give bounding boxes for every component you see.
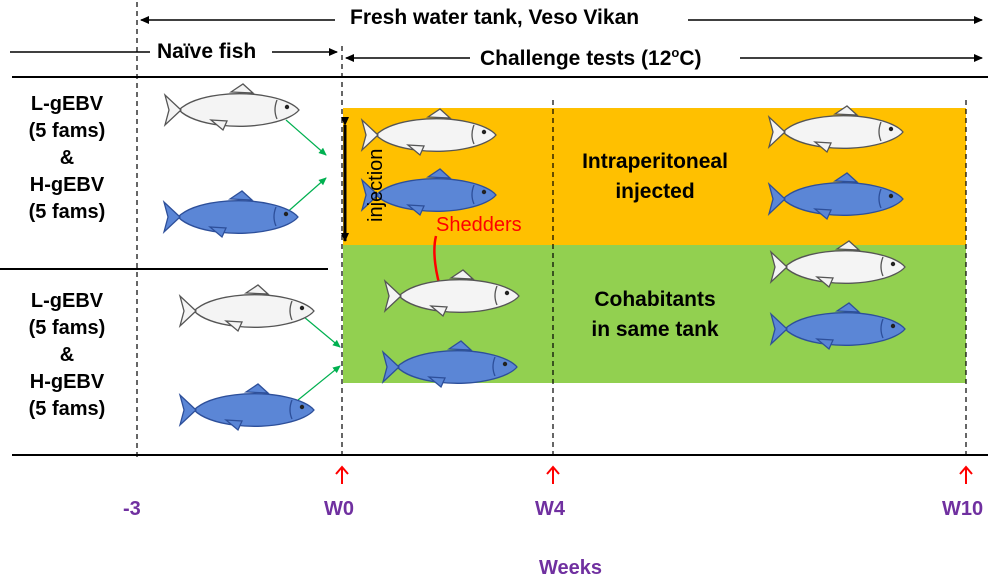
ip-label: Intraperitoneal injected xyxy=(555,147,755,207)
challenge-tests-label: Challenge tests (12oC) xyxy=(480,45,702,71)
group-top-line: L-gEBV xyxy=(30,93,104,115)
group-bottom-line: (5 fams) xyxy=(28,317,106,339)
group-bottom-line: L-gEBV xyxy=(30,290,104,312)
coh-line-1: Cohabitants xyxy=(594,288,716,311)
degree-sup: o xyxy=(671,45,680,60)
shedders-label: Shedders xyxy=(436,214,522,236)
group-bottom-line: (5 fams) xyxy=(28,398,106,420)
transfer-arrow-1 xyxy=(285,119,327,156)
cohabitant-label: Cohabitants in same tank xyxy=(555,285,755,345)
group-top-line: & xyxy=(59,147,75,169)
group-label-bottom: L-gEBV (5 fams) & H-gEBV (5 fams) xyxy=(6,288,128,423)
fresh-water-label: Fresh water tank, Veso Vikan xyxy=(350,6,640,29)
fish-icon-naive-blue-1 xyxy=(163,190,299,238)
injection-label: injection xyxy=(365,148,387,222)
tick-label-w10: W10 xyxy=(942,498,984,520)
ip-line-2: injected xyxy=(615,180,695,203)
ip-line-1: Intraperitoneal xyxy=(582,150,728,173)
week-markers xyxy=(335,465,973,484)
group-top-line: H-gEBV xyxy=(29,174,105,196)
coh-line-2: in same tank xyxy=(591,318,719,341)
group-top-line: (5 fams) xyxy=(28,201,106,223)
group-label-top: L-gEBV (5 fams) & H-gEBV (5 fams) xyxy=(6,91,128,226)
naive-fish-label: Naïve fish xyxy=(157,40,257,63)
transfer-arrow-2 xyxy=(283,177,327,216)
tick-label-w0: W0 xyxy=(324,498,354,520)
fish-icon-naive-blue-2 xyxy=(179,383,315,431)
weeks-axis-label: Weeks xyxy=(539,557,603,579)
tick-label-minus3: -3 xyxy=(123,498,141,520)
fish-icon-naive-white-1 xyxy=(164,83,300,131)
fish-icon-naive-white-2 xyxy=(179,284,315,332)
group-bottom-line: H-gEBV xyxy=(29,371,105,393)
tick-label-w4: W4 xyxy=(535,498,565,520)
group-bottom-line: & xyxy=(59,344,75,366)
challenge-text: Challenge tests (12 xyxy=(480,47,672,70)
transfer-arrow-4 xyxy=(297,365,341,401)
challenge-unit: C) xyxy=(679,47,702,70)
group-top-line: (5 fams) xyxy=(28,120,106,142)
